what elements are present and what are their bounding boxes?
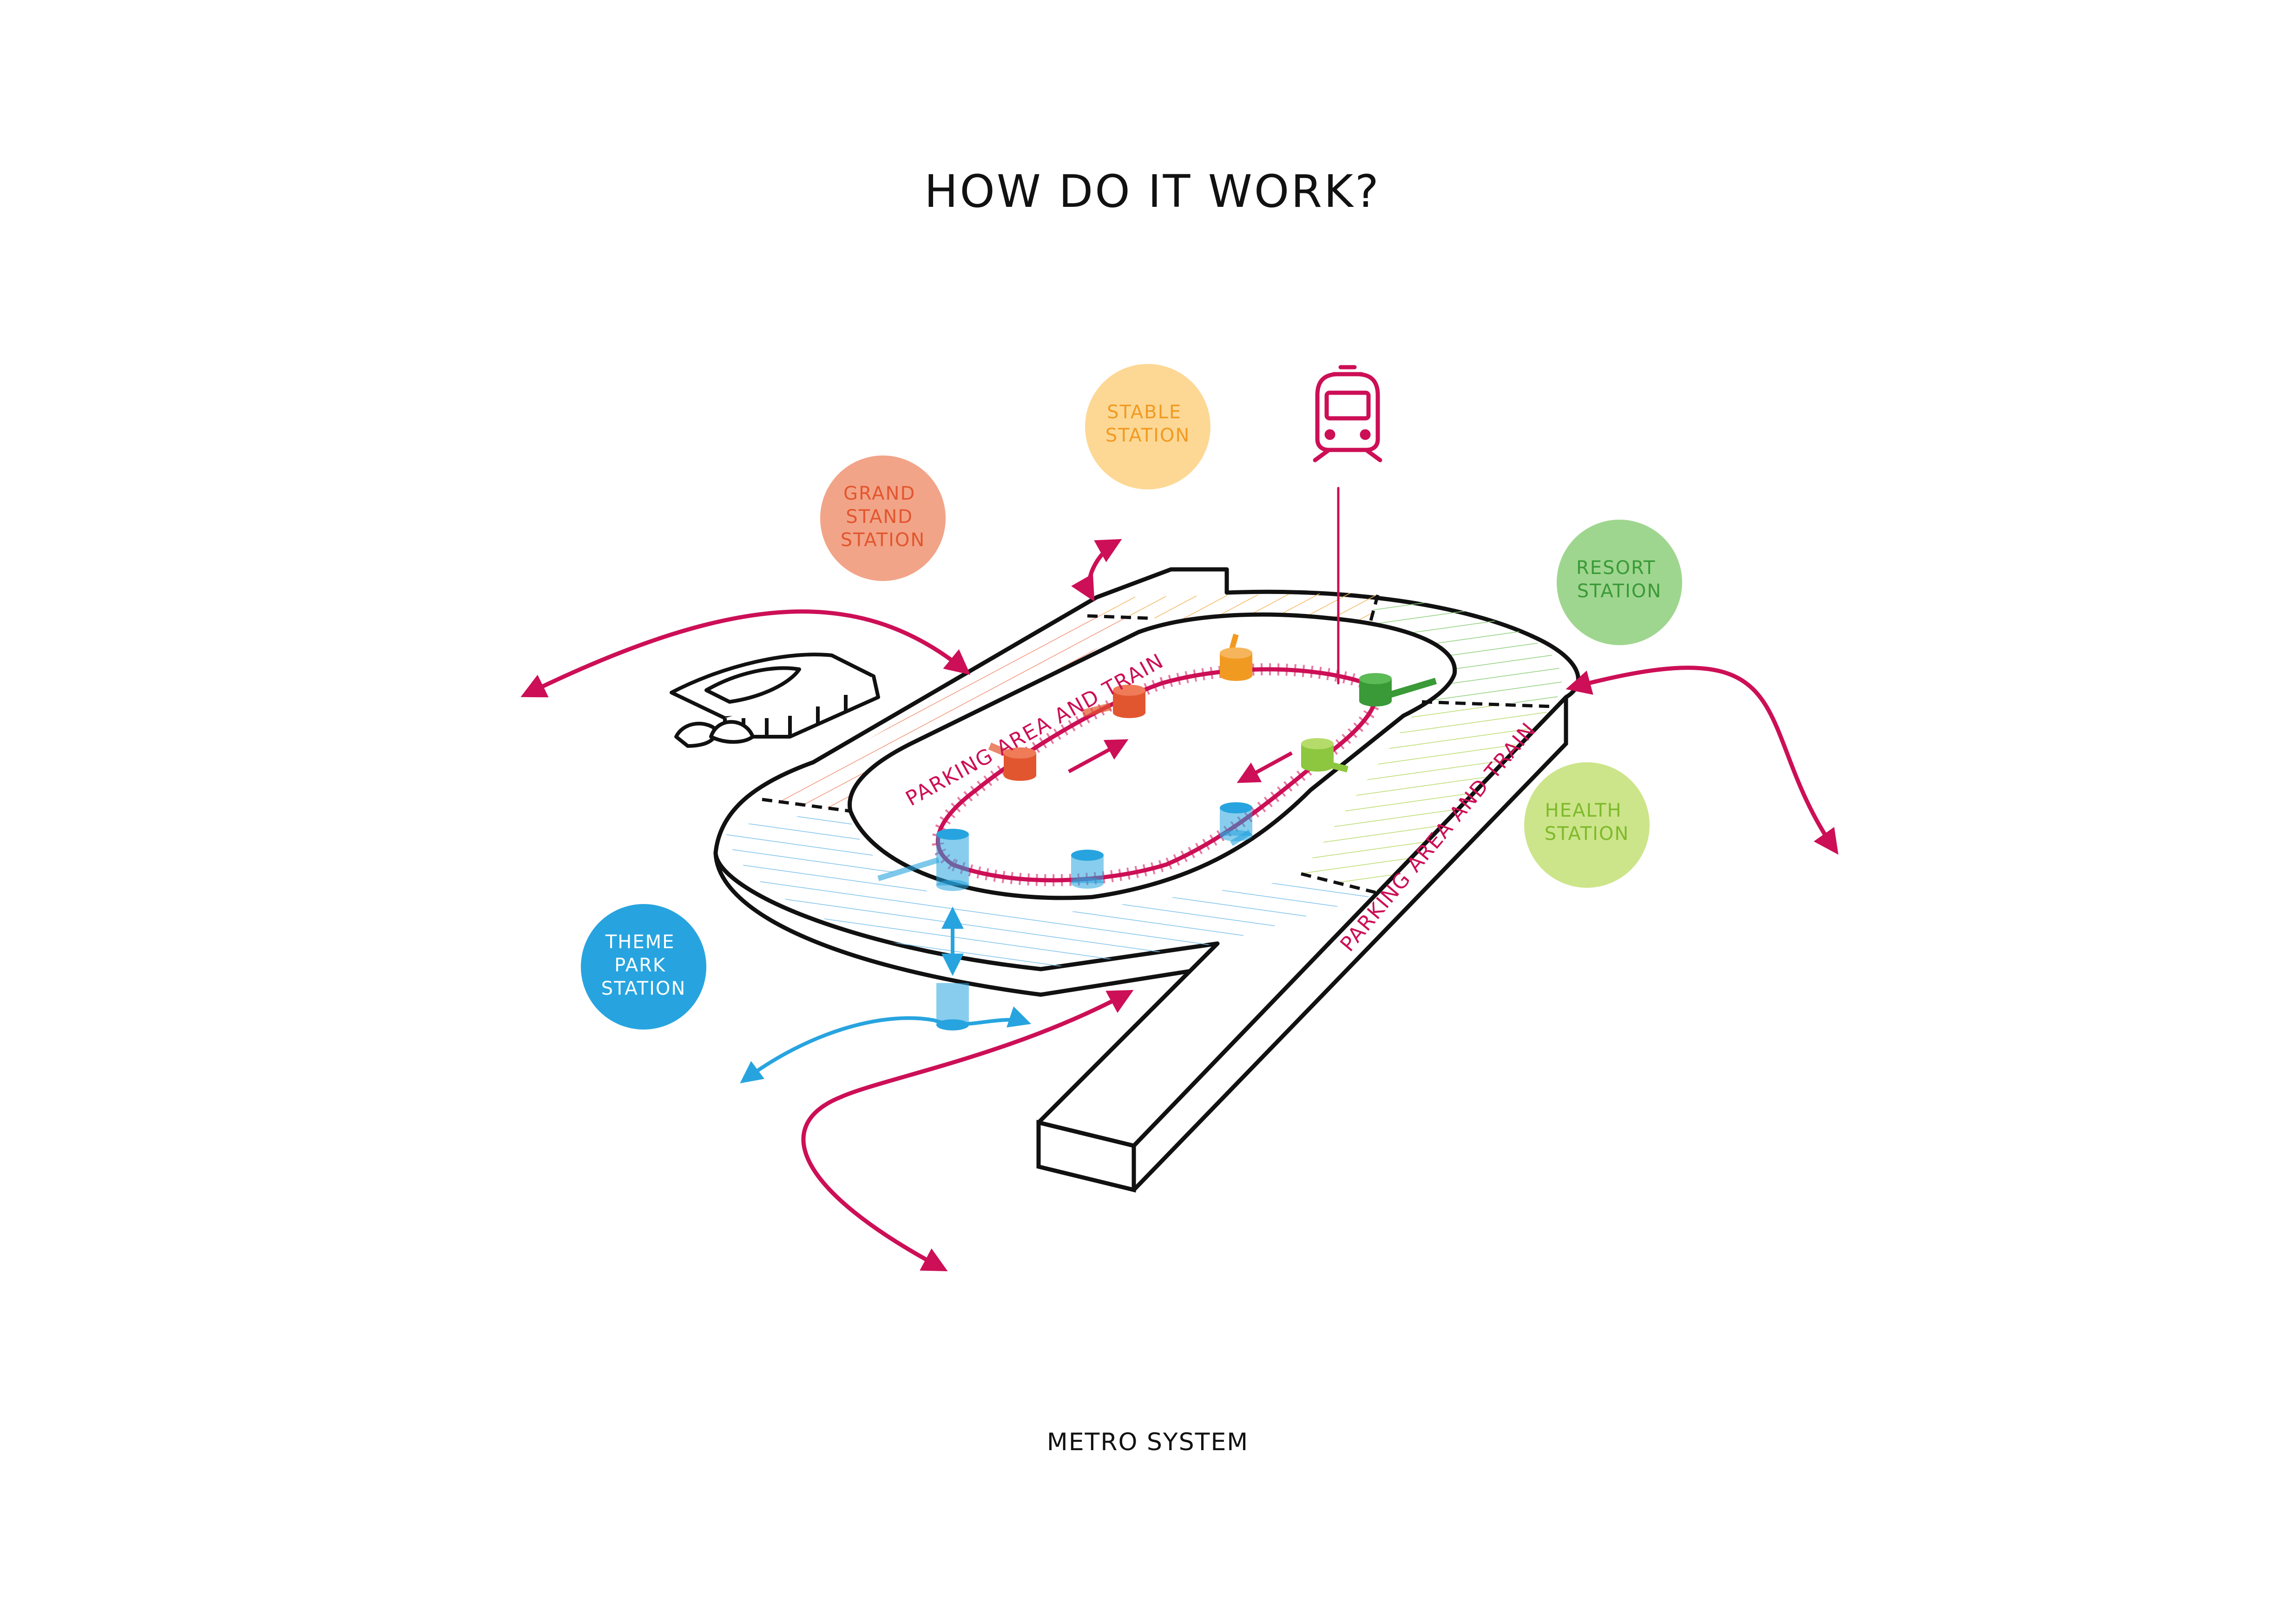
zone-grand-stand [762, 614, 1143, 811]
grandstand-building-icon [670, 653, 880, 748]
flow-arrow-east [1566, 666, 1839, 855]
flow-arrow-stable [1071, 539, 1122, 602]
zone-theme-park [725, 809, 1375, 969]
stop-theme-park-1 [877, 829, 969, 891]
zone-resort [1371, 597, 1562, 704]
train-icon [1313, 365, 1382, 685]
station-label-line: HEALTH [1545, 800, 1622, 821]
station-label-line: STATION [1105, 425, 1191, 446]
station-label-line: STATION [841, 529, 926, 551]
station-stops [877, 634, 1437, 1030]
svg-text:THEME PARK STATION: THEME PARK STATION [601, 931, 686, 999]
station-label-line: THEME [605, 931, 675, 953]
zone-dividers [762, 594, 1553, 894]
station-label-line: GRAND [843, 483, 915, 504]
platform-inner-opening [848, 612, 1457, 900]
station-label-line: STATION [1577, 581, 1662, 602]
direction-arrow [1237, 751, 1293, 783]
station-label-line: PARK [614, 955, 666, 976]
station-label-line: STAND [846, 506, 913, 528]
station-bubble-stable: STABLE STATION [1085, 364, 1210, 489]
rail-sleepers [932, 663, 1382, 886]
stop-grand-stand-1 [988, 742, 1036, 781]
stop-grand-stand-2 [1082, 685, 1145, 718]
stop-resort [1359, 673, 1437, 706]
flow-arrow-west [520, 609, 971, 698]
svg-text:RESORT STATION: RESORT STATION [1576, 557, 1663, 602]
stop-health [1301, 738, 1349, 772]
stop-theme-park-3 [1220, 802, 1252, 846]
station-bubble-resort: RESORT STATION [1557, 520, 1682, 645]
racetrack-platform [713, 567, 1580, 1193]
station-bubble-health: HEALTH STATION [1524, 762, 1650, 888]
svg-text:HEALTH STATION: HEALTH STATION [1545, 800, 1630, 845]
svg-text:STABLE STATION: STABLE STATION [1105, 402, 1191, 446]
station-label-line: STATION [1545, 823, 1630, 845]
station-bubble-theme-park: THEME PARK STATION [581, 904, 706, 1030]
station-bubble-grand-stand: GRAND STAND STATION [820, 456, 946, 581]
page-title: HOW DO IT WORK? [924, 165, 1381, 218]
diagram-caption: METRO SYSTEM [1047, 1428, 1249, 1456]
zone-health [1301, 702, 1552, 892]
station-label-line: STATION [601, 978, 686, 999]
direction-arrow [1068, 739, 1129, 773]
stop-theme-park-2 [1071, 850, 1104, 889]
svg-text:GRAND STAND STATIO: GRAND STAND STATION [841, 483, 926, 551]
zone-stable [1092, 593, 1375, 621]
station-label-line: RESORT [1576, 557, 1656, 579]
station-label-line: STABLE [1107, 402, 1182, 423]
stop-stable [1220, 634, 1252, 681]
flow-arrow-theme-park [740, 1006, 1032, 1083]
